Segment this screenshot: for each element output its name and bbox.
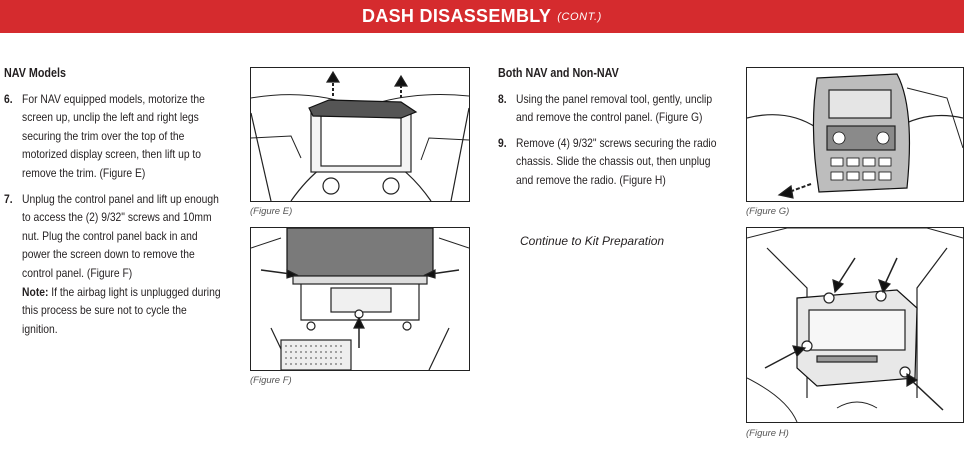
note-text: If the airbag light is unplugged during …	[22, 284, 221, 336]
step-number: 8.	[498, 91, 507, 106]
figure-g-illustration	[746, 67, 964, 202]
figure-g-caption: (Figure G)	[746, 206, 790, 217]
figure-e-illustration	[250, 67, 470, 202]
step-6: 6. For NAV equipped models, motorize the…	[4, 90, 222, 183]
right-instructions: Both NAV and Non-NAV 8. Using the panel …	[498, 64, 718, 197]
figure-f-illustration	[250, 227, 470, 371]
header-subtitle: (CONT.)	[557, 10, 602, 23]
step-number: 7.	[4, 191, 13, 206]
step-text: For NAV equipped models, motorize the sc…	[22, 91, 205, 180]
step-text: Unplug the control panel and lift up eno…	[22, 191, 219, 280]
step-number: 6.	[4, 91, 13, 106]
note-label: Note:	[22, 284, 49, 299]
step-9: 9. Remove (4) 9/32" screws securing the …	[498, 134, 718, 190]
left-instructions: NAV Models 6. For NAV equipped models, m…	[4, 64, 222, 345]
section-header: DASH DISASSEMBLY (CONT.)	[0, 0, 964, 33]
step-7: 7. Unplug the control panel and lift up …	[4, 190, 222, 339]
step-8: 8. Using the panel removal tool, gently,…	[498, 90, 718, 127]
figure-h-caption: (Figure H)	[746, 428, 789, 439]
step-text: Using the panel removal tool, gently, un…	[516, 91, 713, 125]
step-text: Remove (4) 9/32" screws securing the rad…	[516, 135, 717, 187]
header-title: DASH DISASSEMBLY	[362, 6, 552, 26]
figure-h-illustration	[746, 227, 964, 423]
right-heading: Both NAV and Non-NAV	[498, 66, 619, 80]
figure-e-caption: (Figure E)	[250, 206, 293, 217]
continue-note: Continue to Kit Preparation	[520, 234, 665, 248]
figure-f-caption: (Figure F)	[250, 375, 292, 386]
left-heading: NAV Models	[4, 66, 66, 80]
step-number: 9.	[498, 135, 507, 150]
